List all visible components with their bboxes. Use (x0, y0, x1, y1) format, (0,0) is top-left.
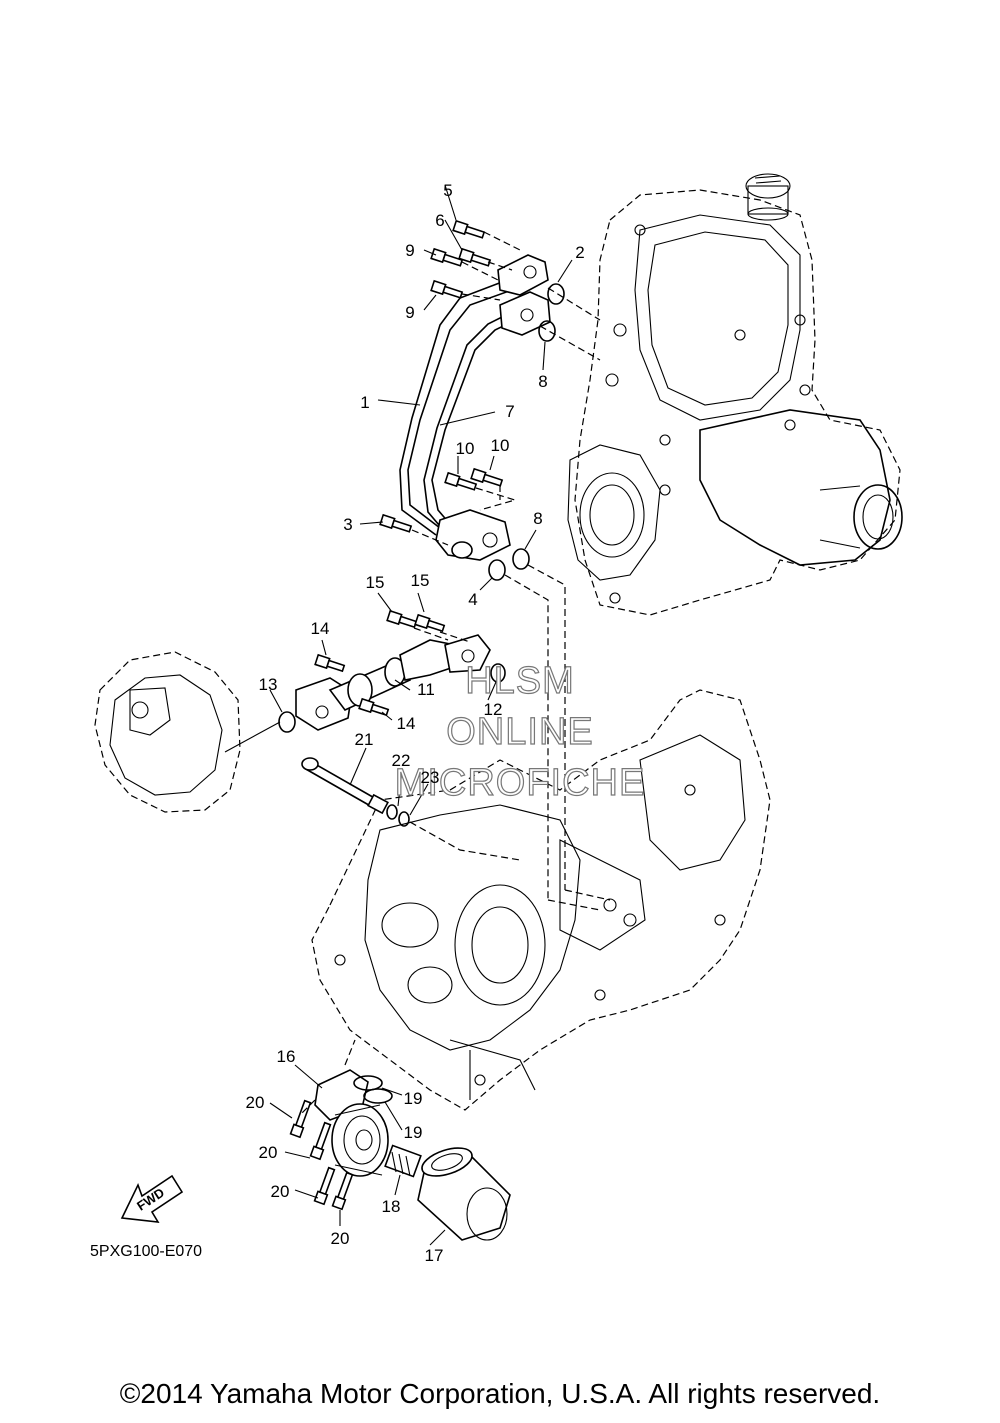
part-label-19a: 19 (404, 1089, 423, 1108)
part-label-1: 1 (360, 393, 369, 412)
part-label-7: 7 (505, 402, 514, 421)
part-label-17: 17 (425, 1246, 444, 1265)
part-label-18: 18 (382, 1197, 401, 1216)
oil-pipe-21 (301, 757, 521, 861)
oil-filter-assembly (289, 1039, 511, 1241)
part-labels: 5 6 9 9 2 8 1 7 10 10 3 8 4 15 15 14 13 … (246, 181, 585, 1265)
part-label-2: 2 (575, 243, 584, 262)
watermark-line-1: HLSM (465, 660, 575, 702)
part-label-15a: 15 (366, 573, 385, 592)
part-label-8b: 8 (533, 509, 542, 528)
part-label-10b: 10 (491, 436, 510, 455)
oil-pipe-assembly (278, 609, 506, 733)
part-label-20d: 20 (331, 1229, 350, 1248)
part-label-10a: 10 (456, 439, 475, 458)
label-leaders (269, 184, 573, 1246)
part-label-20b: 20 (259, 1143, 278, 1162)
part-label-13: 13 (259, 675, 278, 694)
watermark-line-2: ONLINE (446, 711, 593, 753)
part-label-8a: 8 (538, 372, 547, 391)
part-label-5: 5 (443, 181, 452, 200)
copyright-notice: ©2014 Yamaha Motor Corporation, U.S.A. A… (119, 1378, 881, 1409)
engine-cover-illustration (567, 173, 903, 616)
part-label-9b: 9 (405, 303, 414, 322)
bolts-upper (379, 219, 521, 546)
part-label-21: 21 (355, 730, 374, 749)
part-label-23: 23 (421, 768, 440, 787)
oil-delivery-pipes (399, 254, 551, 561)
part-label-6: 6 (435, 211, 444, 230)
left-cover-illustration (94, 651, 281, 813)
part-label-22: 22 (392, 751, 411, 770)
part-label-11: 11 (417, 680, 435, 699)
part-label-20c: 20 (271, 1182, 290, 1201)
forward-arrow: FWD (120, 1174, 184, 1223)
part-label-16: 16 (277, 1047, 296, 1066)
part-label-19b: 19 (404, 1123, 423, 1142)
part-label-14b: 14 (397, 714, 416, 733)
part-label-20a: 20 (246, 1093, 265, 1112)
part-label-14a: 14 (311, 619, 330, 638)
part-label-9a: 9 (405, 241, 414, 260)
o-rings (488, 283, 611, 911)
crankcase-illustration (311, 689, 771, 1111)
part-label-3: 3 (343, 515, 352, 534)
part-label-15b: 15 (411, 571, 430, 590)
diagram-code: 5PXG100-E070 (90, 1243, 202, 1260)
watermark: HLSM ONLINE MICROFICHE (394, 659, 646, 804)
part-label-12: 12 (484, 700, 503, 719)
part-label-4: 4 (468, 590, 477, 609)
watermark-line-3: MICROFICHE (395, 762, 646, 804)
